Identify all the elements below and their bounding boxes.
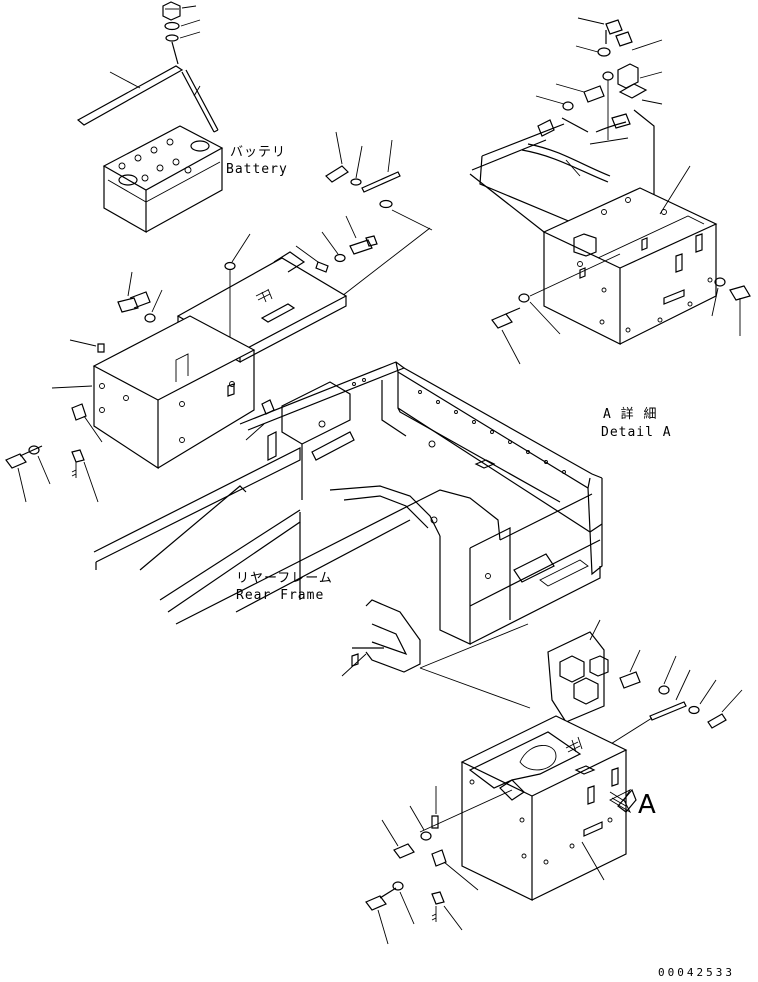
- detail-a-label-jp: A 詳 細: [603, 407, 658, 422]
- view-arrow-label: A: [638, 790, 656, 820]
- battery-label-en: Battery: [226, 162, 288, 177]
- detail-a-box: [469, 17, 751, 365]
- rod-and-washers: [325, 131, 433, 297]
- hold-down-hardware: [76, 1, 219, 133]
- battery-box-lower: [365, 619, 743, 945]
- battery: [102, 125, 224, 234]
- rear-frame-label-en: Rear Frame: [236, 588, 325, 603]
- detail-a-label-en: Detail A: [601, 425, 672, 440]
- drawing-number: 00042533: [658, 966, 735, 979]
- battery-label-jp: バッテリ: [230, 145, 287, 160]
- tow-hitch: [341, 599, 421, 677]
- rear-frame: [93, 361, 603, 645]
- leader-lines: [419, 623, 531, 709]
- rear-frame-label-jp: リヤーフレーム: [236, 571, 333, 586]
